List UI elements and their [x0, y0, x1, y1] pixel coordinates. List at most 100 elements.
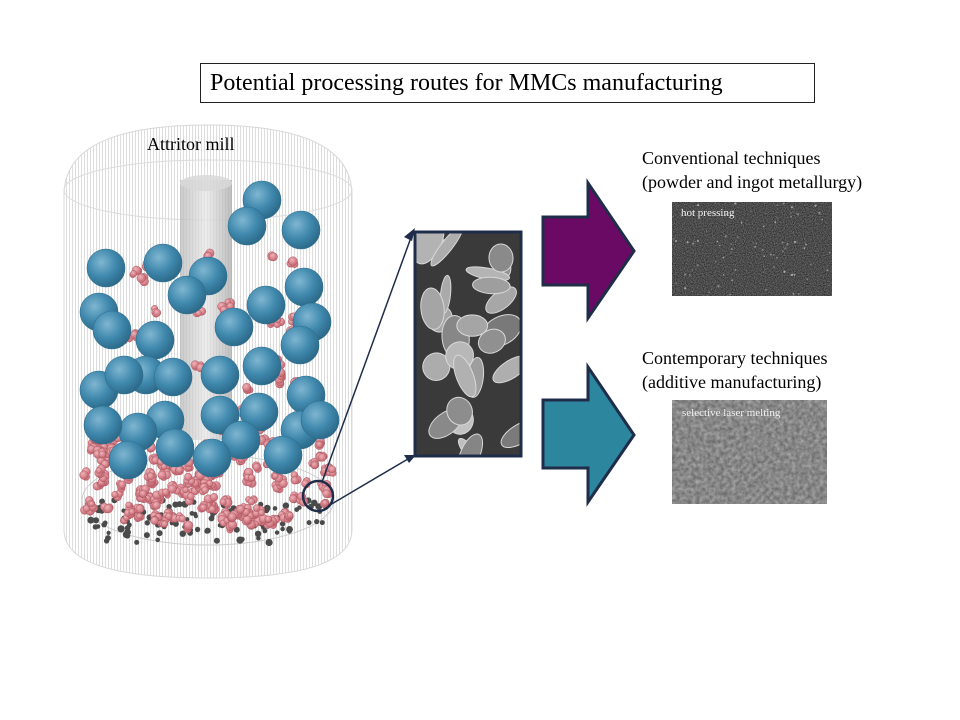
speckle [790, 212, 792, 214]
powder-cluster [224, 298, 235, 310]
speckle [716, 240, 719, 243]
fine-particle [264, 504, 271, 512]
grinding-balls [79, 180, 340, 480]
fine-particle [156, 530, 163, 537]
speckle [675, 282, 678, 285]
grinding-ball [83, 405, 123, 445]
fine-particle [279, 521, 286, 527]
powder-cluster [139, 484, 150, 498]
speckle [781, 241, 784, 244]
speckle [829, 252, 831, 254]
arrow-conventional [541, 178, 636, 323]
powder-cluster [132, 503, 145, 514]
fine-particle [319, 520, 325, 526]
grinding-ball [92, 310, 132, 350]
grinding-ball [108, 440, 148, 480]
speckle [741, 223, 742, 224]
powder-flake [472, 276, 511, 295]
grinding-ball [246, 285, 286, 325]
powder-cluster [315, 451, 328, 462]
speckle [826, 269, 829, 272]
speckle [797, 213, 800, 216]
powder-flake [446, 396, 473, 426]
speckle [708, 291, 710, 293]
powder-cluster [129, 265, 143, 278]
route-contemporary-subtitle: (additive manufacturing) [642, 372, 822, 392]
slm-label: selective laser melting [682, 407, 781, 419]
powder-flake [422, 352, 451, 381]
powder-cluster [217, 514, 231, 527]
page-title: Potential processing routes for MMCs man… [210, 70, 723, 96]
grinding-ball [214, 307, 254, 347]
powder-cluster [150, 498, 161, 511]
zoom-line-top [321, 231, 414, 483]
powder-cluster [290, 471, 302, 485]
grinding-ball [221, 420, 261, 460]
speckle [821, 218, 823, 220]
speckle [740, 221, 743, 224]
fine-particle [208, 515, 215, 522]
powder-cluster [158, 488, 171, 499]
speckle [793, 274, 796, 276]
fine-particle [280, 526, 285, 532]
powder-cluster [241, 515, 252, 526]
powder-flake [420, 287, 445, 330]
fine-particle [185, 517, 190, 522]
speckle [786, 243, 789, 246]
powder-cluster [245, 495, 258, 506]
speckle [772, 266, 775, 268]
speckle [737, 236, 739, 238]
slm-micrograph [672, 400, 827, 504]
powder-cluster [192, 306, 207, 318]
route-contemporary-title: Contemporary techniques [642, 348, 828, 368]
powder-cluster [150, 513, 163, 525]
fine-particle [265, 538, 273, 547]
powder-cluster [289, 491, 299, 504]
fine-particle [179, 530, 186, 537]
speckle [712, 234, 714, 236]
powder-cluster [199, 482, 209, 496]
powder-cluster [267, 251, 278, 262]
speckle [686, 241, 689, 244]
speckle [792, 231, 794, 233]
powder-cluster [145, 467, 156, 481]
speckle [776, 256, 779, 259]
powder-cluster [264, 515, 277, 528]
speckle [726, 213, 728, 215]
speckle [714, 260, 717, 263]
powder-cluster [184, 492, 195, 506]
speckle [730, 251, 732, 253]
speckle [790, 273, 794, 277]
speckle [691, 290, 693, 293]
fine-particle [254, 530, 262, 537]
speckle [782, 250, 784, 252]
speckle [763, 255, 766, 257]
zoom-arrowhead-top [404, 228, 415, 241]
speckle [755, 242, 757, 244]
route-conventional-title: Conventional techniques [642, 148, 821, 168]
powder-cluster [320, 484, 333, 499]
grinding-ball [239, 392, 279, 432]
speckle [684, 287, 687, 290]
powder-cluster [197, 501, 208, 513]
magnifier-circle [301, 479, 335, 513]
powder-cluster [308, 457, 320, 470]
speckle [776, 217, 778, 219]
speckle [776, 204, 778, 206]
speckle [689, 274, 691, 277]
powder-cluster [242, 382, 254, 395]
speckle [790, 206, 793, 209]
speckle [782, 202, 785, 205]
fine-particle [143, 532, 150, 539]
speckle [793, 208, 795, 210]
powder-cluster [111, 489, 124, 502]
speckle [731, 279, 733, 282]
grinding-ball [200, 355, 240, 395]
powder-cluster [136, 273, 149, 287]
powder-cluster [183, 520, 194, 534]
speckle [734, 202, 737, 205]
powder-flake [453, 354, 477, 398]
speckle [814, 204, 817, 207]
fine-particle [262, 528, 268, 534]
